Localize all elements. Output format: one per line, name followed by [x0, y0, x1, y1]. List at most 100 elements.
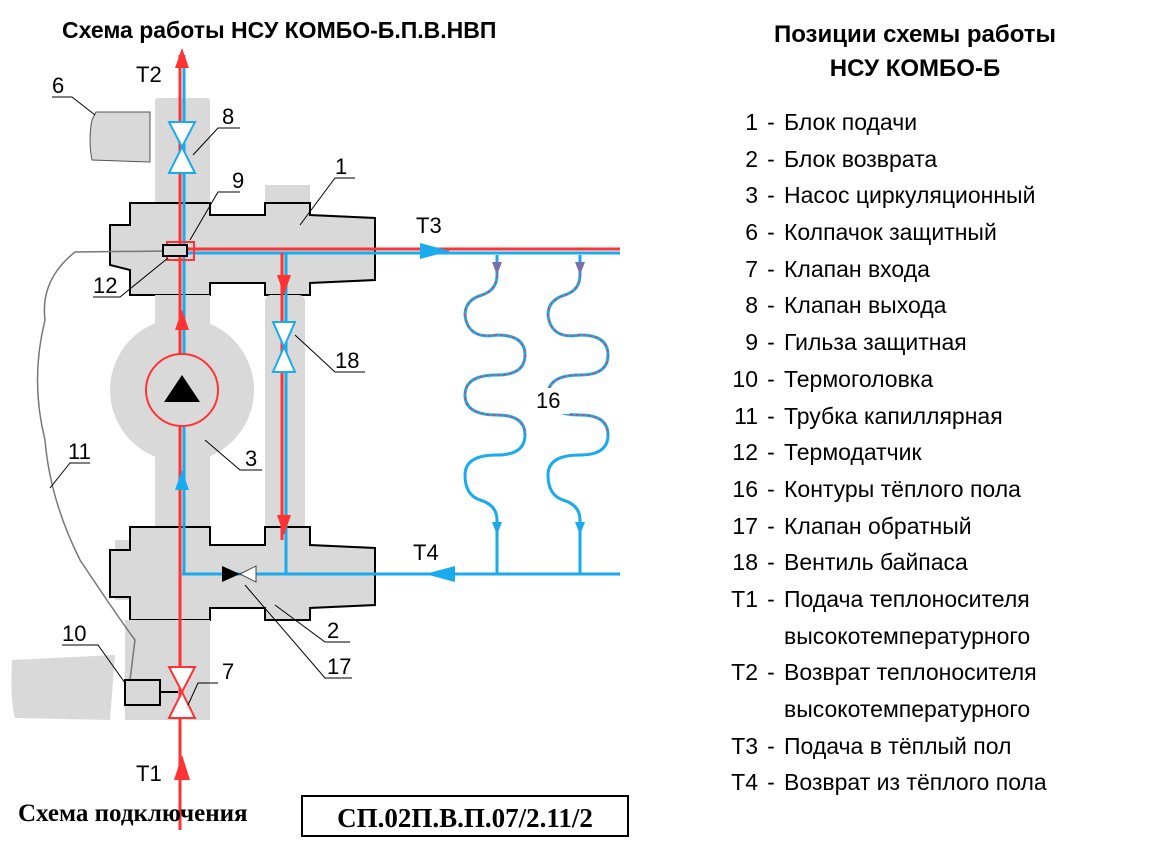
callout-18: 18 — [335, 348, 359, 373]
flow-arrow-icon — [175, 310, 189, 330]
inlet-valve-7-icon — [167, 666, 197, 719]
loop-return-arrows — [492, 522, 585, 535]
callout-9: 9 — [232, 168, 244, 193]
legend-item: T1-Подача теплоносителя — [700, 581, 1140, 618]
callout-10: 10 — [62, 621, 86, 646]
legend-item-dash: - — [767, 365, 775, 392]
floor-loops-16 — [463, 255, 610, 574]
pipe-label-t3: T3 — [416, 213, 442, 238]
legend-item: 16-Контуры тёплого пола — [700, 471, 1140, 508]
flow-arrow-icon — [277, 515, 291, 535]
t2-arrow-icon — [175, 48, 189, 68]
legend-item: -высокотемпературного — [700, 618, 1140, 655]
legend-item-text: Термодатчик — [784, 439, 922, 466]
callout-2: 2 — [327, 618, 339, 643]
legend-item-dash: - — [767, 292, 775, 319]
legend-item-dash: - — [767, 439, 775, 466]
legend-item-text: Трубка капиллярная — [784, 402, 1003, 429]
callout-3: 3 — [245, 446, 257, 471]
loop-arrows — [492, 262, 585, 275]
legend-item-text: Блок возврата — [784, 145, 938, 172]
legend-item-number: 17 — [732, 512, 758, 539]
callout-16: 16 — [536, 388, 560, 413]
legend-item: 6-Колпачок защитный — [700, 214, 1140, 251]
legend-item-dash: - — [767, 549, 775, 576]
pipe-label-t4: T4 — [413, 540, 439, 565]
legend-item-text: Клапан входа — [784, 255, 930, 282]
legend-item-dash: - — [767, 402, 775, 429]
leader-lines — [49, 96, 365, 706]
flow-arrow-icon — [277, 275, 291, 295]
legend-item-text: Подача теплоносителя — [784, 585, 1030, 612]
legend-item-dash: - — [767, 769, 775, 796]
legend-title: Позиции схемы работы НСУ КОМБО-Б — [690, 18, 1140, 86]
legend-item-text: Вентиль байпаса — [784, 549, 968, 576]
legend-item: 3-Насос циркуляционный — [700, 177, 1140, 214]
legend-item-number: 7 — [745, 255, 758, 282]
capillary-tube-11 — [36, 250, 169, 681]
legend-item: 10-Термоголовка — [700, 361, 1140, 398]
legend: Позиции схемы работы НСУ КОМБО-Б 1-Блок … — [700, 18, 1140, 801]
legend-item: -высокотемпературного — [700, 691, 1140, 728]
check-valve-17-icon — [222, 566, 240, 582]
legend-item-text: Насос циркуляционный — [784, 182, 1036, 209]
legend-item: 11-Трубка капиллярная — [700, 398, 1140, 435]
legend-item: 12-Термодатчик — [700, 434, 1140, 471]
legend-title-line2: НСУ КОМБО-Б — [829, 55, 1001, 82]
legend-item-dash: - — [767, 585, 775, 612]
legend-item: 2-Блок возврата — [700, 141, 1140, 178]
legend-item-number: T4 — [731, 769, 758, 796]
legend-item-dash: - — [767, 659, 775, 686]
thermo-head-10 — [124, 679, 161, 706]
callout-17: 17 — [327, 654, 351, 679]
legend-item: 17-Клапан обратный — [700, 508, 1140, 545]
connection-scheme-code: СП.02П.В.П.07/2.11/2 — [301, 795, 629, 837]
legend-item-number: 10 — [732, 365, 758, 392]
legend-item: 18-Вентиль байпаса — [700, 544, 1140, 581]
pump-icon — [164, 375, 200, 402]
callout-8: 8 — [222, 104, 234, 129]
legend-item-text: Блок подачи — [784, 109, 918, 135]
legend-item-number: T2 — [731, 659, 758, 686]
legend-item-text: Клапан обратный — [784, 512, 972, 539]
legend-item-text: высокотемпературного — [784, 696, 1031, 722]
legend-item: 9-Гильза защитная — [700, 324, 1140, 361]
legend-item-text: Термоголовка — [784, 365, 934, 392]
pipe-label-t2: T2 — [136, 62, 162, 87]
legend-item-dash: - — [767, 255, 775, 282]
bypass-valve-18-icon — [271, 321, 297, 373]
legend-item-number: 12 — [732, 439, 758, 466]
legend-item-number: 2 — [745, 145, 758, 172]
legend-item-text: Клапан выхода — [784, 292, 947, 319]
legend-item-text: Подача в тёплый пол — [784, 732, 1012, 759]
thermo-sensor-12 — [162, 244, 188, 257]
legend-item: T4-Возврат из тёплого пола — [700, 764, 1140, 801]
diagram-title: Схема работы НСУ КОМБО-Б.П.В.НВП — [62, 17, 496, 43]
t3-arrow-icon — [420, 243, 450, 259]
legend-item-text: высокотемпературного — [784, 622, 1031, 649]
legend-item-dash: - — [767, 475, 775, 502]
t4-arrow-icon — [425, 566, 455, 582]
pipe-label-t1: T1 — [136, 761, 162, 786]
callout-6: 6 — [52, 73, 64, 98]
legend-item-number: T1 — [731, 585, 758, 612]
label-bg — [520, 388, 570, 414]
legend-title-line1: Позиции схемы работы — [773, 21, 1057, 48]
legend-item-number: 18 — [732, 549, 758, 576]
callout-1: 1 — [335, 154, 347, 179]
legend-item-number: 3 — [745, 182, 758, 209]
legend-item: 1-Блок подачи — [700, 104, 1140, 141]
legend-item-text: Колпачок защитный — [784, 219, 997, 246]
protective-cap-6 — [89, 111, 151, 163]
legend-item-number: 11 — [734, 402, 758, 429]
legend-item-number: T3 — [731, 732, 758, 759]
legend-item-text: Возврат теплоносителя — [784, 659, 1037, 686]
t1-arrow-icon — [174, 755, 190, 780]
legend-item-number: 8 — [745, 292, 758, 319]
connection-scheme-label: Схема подключения — [18, 800, 248, 827]
legend-item-dash: - — [767, 219, 775, 246]
legend-item-text: Гильза защитная — [784, 329, 967, 356]
callout-7: 7 — [222, 659, 234, 684]
